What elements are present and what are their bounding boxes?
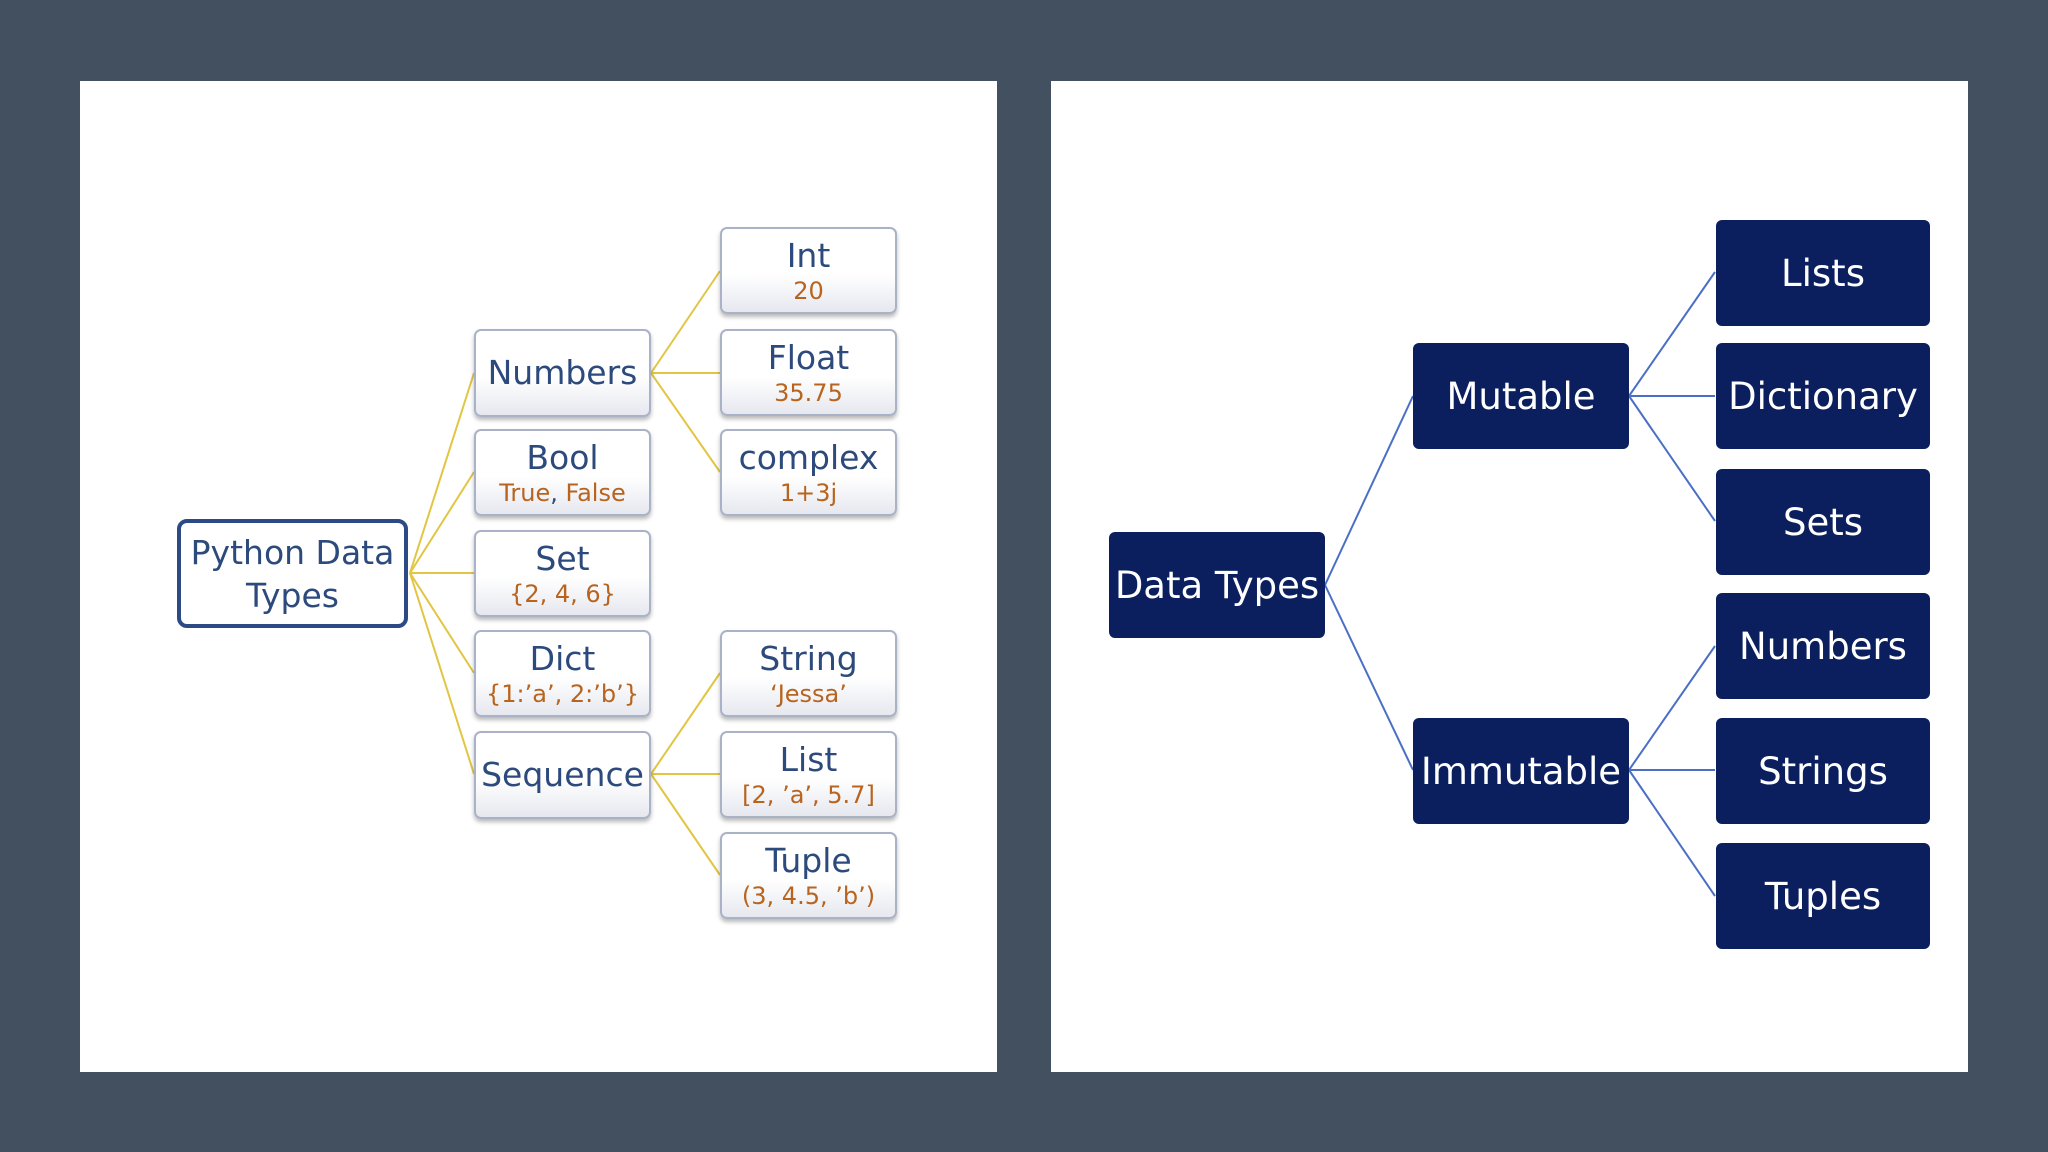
sets-node: Sets (1716, 469, 1930, 575)
sequence-node: Sequence (474, 731, 651, 819)
root-line-1: Python Data (190, 532, 395, 572)
int-label: Int (786, 235, 831, 275)
dictionary-node: Dictionary (1716, 343, 1930, 449)
strings-node: Strings (1716, 718, 1930, 824)
root-line-2: Types (245, 575, 339, 615)
bool-node: Bool True, False (474, 429, 651, 516)
mutable-immutable-diagram: Data Types Mutable Immutable Lists Dicti… (1051, 81, 1968, 1072)
immutable-node: Immutable (1413, 718, 1629, 824)
numbers-node: Numbers (474, 329, 651, 417)
sequence-label: Sequence (481, 755, 644, 794)
bool-false: False (565, 478, 626, 507)
left-connector-lines (409, 270, 721, 876)
lists-node: Lists (1716, 220, 1930, 326)
list-node: List [2, ’a’, 5.7] (720, 731, 897, 818)
tuple-value: (3, 4.5, ’b’) (741, 881, 876, 910)
bool-label: Bool (526, 437, 599, 477)
tuple-node: Tuple (3, 4.5, ’b’) (720, 832, 897, 919)
string-label: String (759, 638, 858, 678)
bool-sep: , (550, 478, 566, 507)
string-value: ‘Jessa’ (770, 679, 847, 708)
float-label: Float (767, 337, 850, 377)
tuple-label: Tuple (765, 840, 852, 880)
mutable-node: Mutable (1413, 343, 1629, 449)
dict-node: Dict {1:’a’, 2:’b’} (474, 630, 651, 717)
dict-label: Dict (529, 638, 596, 678)
int-node: Int 20 (720, 227, 897, 314)
right-connector-lines (1324, 271, 1716, 897)
python-data-types-root: Python Data Types (177, 519, 408, 628)
int-value: 20 (793, 276, 824, 305)
set-label: Set (535, 538, 590, 578)
float-node: Float 35.75 (720, 329, 897, 416)
set-value: {2, 4, 6} (509, 579, 616, 608)
list-label: List (779, 739, 838, 779)
python-data-types-diagram: Python Data Types Numbers Bool True, Fal… (80, 81, 997, 1072)
numbers-node: Numbers (1716, 593, 1930, 699)
bool-value: True, False (499, 478, 626, 508)
data-types-root: Data Types (1109, 532, 1325, 638)
dict-value: {1:’a’, 2:’b’} (486, 679, 639, 708)
set-node: Set {2, 4, 6} (474, 530, 651, 617)
tuples-node: Tuples (1716, 843, 1930, 949)
string-node: String ‘Jessa’ (720, 630, 897, 717)
bool-true: True (499, 478, 551, 507)
complex-value: 1+3j (779, 478, 838, 507)
numbers-label: Numbers (487, 353, 638, 392)
list-value: [2, ’a’, 5.7] (742, 780, 875, 809)
complex-label: complex (738, 437, 879, 477)
float-value: 35.75 (774, 378, 843, 407)
complex-node: complex 1+3j (720, 429, 897, 516)
